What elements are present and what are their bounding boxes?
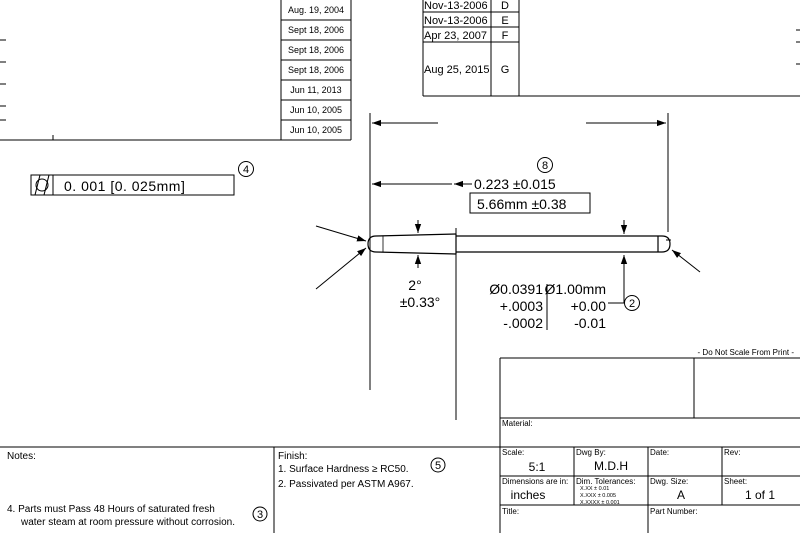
note-line: 4. Parts must Pass 48 Hours of saturated… [7,504,215,515]
balloon-2: 2 [624,295,640,311]
title-block-grid [0,357,800,533]
diameter-inch-nominal: Ø0.0391 [489,281,543,297]
flatness-control-frame: 0. 001 [0. 025mm] [30,174,235,196]
notes-heading: Notes: [7,451,36,462]
angle-value: 2° [408,277,421,293]
svg-text:5: 5 [435,460,441,472]
title-label: Title: [502,507,519,516]
drawing-size-label: Dwg. Size: [650,477,688,486]
drawn-by-value: M.D.H [594,459,628,473]
svg-text:3: 3 [257,509,263,521]
diameter-mm-plus: +0.00 [571,298,607,314]
revision-date: Aug. 19, 2004 [288,5,344,15]
dimensions-label: Dimensions are in: [502,477,568,486]
diameter-mm-nominal: Ø1.00mm [545,281,606,297]
revision-dates-table [0,0,352,141]
drawn-by-label: Dwg By: [576,448,606,457]
note-line: water steam at room pressure without cor… [20,517,235,528]
revision-letter: D [501,0,509,12]
revision-date: Apr 23, 2007 [424,30,487,42]
revision-date: Aug 25, 2015 [424,64,489,76]
scale-label: Scale: [502,448,524,457]
tip-length-mm-box [469,192,591,214]
revision-history-table [422,0,800,97]
diameter-mm-minus: -0.01 [574,315,606,331]
tip-length-mm: 5.66mm ±0.38 [477,196,567,212]
revision-date: Sept 18, 2006 [288,45,344,55]
balloon-8: 8 [537,157,553,173]
diameter-inch-plus: +.0003 [500,298,543,314]
svg-text:4: 4 [243,164,249,176]
sheet-value: 1 of 1 [745,488,775,502]
svg-text:8: 8 [542,160,548,172]
cylindricity-icon [34,174,50,196]
do-not-scale-note: - Do Not Scale From Print - [698,348,795,357]
tolerance-line: X.XXXX ± 0.001 [580,500,620,506]
revision-date: Nov-13-2006 [424,0,488,12]
dimensions-value: inches [511,488,546,502]
finish-heading: Finish: [278,451,307,462]
revision-date: Jun 10, 2005 [290,105,342,115]
revision-letter: G [501,64,510,76]
tolerance-line: X.XX ± 0.01 [580,486,609,492]
part-number-label: Part Number: [650,507,698,516]
revision-date: Sept 18, 2006 [288,25,344,35]
balloon-4: 4 [238,161,254,177]
angle-tolerance: ±0.33° [400,294,441,310]
tolerances-label: Dim. Tolerances: [576,477,635,486]
flatness-value: 0. 001 [0. 025mm] [64,178,185,194]
extension-lines [369,113,669,420]
revision-date: Nov-13-2006 [424,15,488,27]
revision-date: Jun 10, 2005 [290,125,342,135]
revision-date: Jun 11, 2013 [290,85,341,95]
tolerance-line: X.XXX ± 0.005 [580,493,616,499]
revision-letter: F [502,30,509,42]
material-label: Material: [502,419,533,428]
finish-line: 2. Passivated per ASTM A967. [278,479,414,490]
diameter-inch-minus: -.0002 [503,315,543,331]
pin-part [367,233,671,255]
balloon-3: 3 [252,506,268,522]
balloon-5: 5 [430,457,446,473]
tip-length-inch: 0.223 ±0.015 [474,176,556,192]
sheet-label: Sheet: [724,477,747,486]
diameter-dimension [546,220,628,330]
revision-letter: E [501,15,508,27]
date-label: Date: [650,448,669,457]
drawing-size-value: A [677,488,685,502]
rev-label: Rev: [724,448,740,457]
revision-date: Sept 18, 2006 [288,65,344,75]
finish-line: 1. Surface Hardness ≥ RC50. [278,464,409,475]
svg-text:2: 2 [629,298,635,310]
leader-arrows [315,225,701,290]
scale-value: 5:1 [529,460,546,474]
